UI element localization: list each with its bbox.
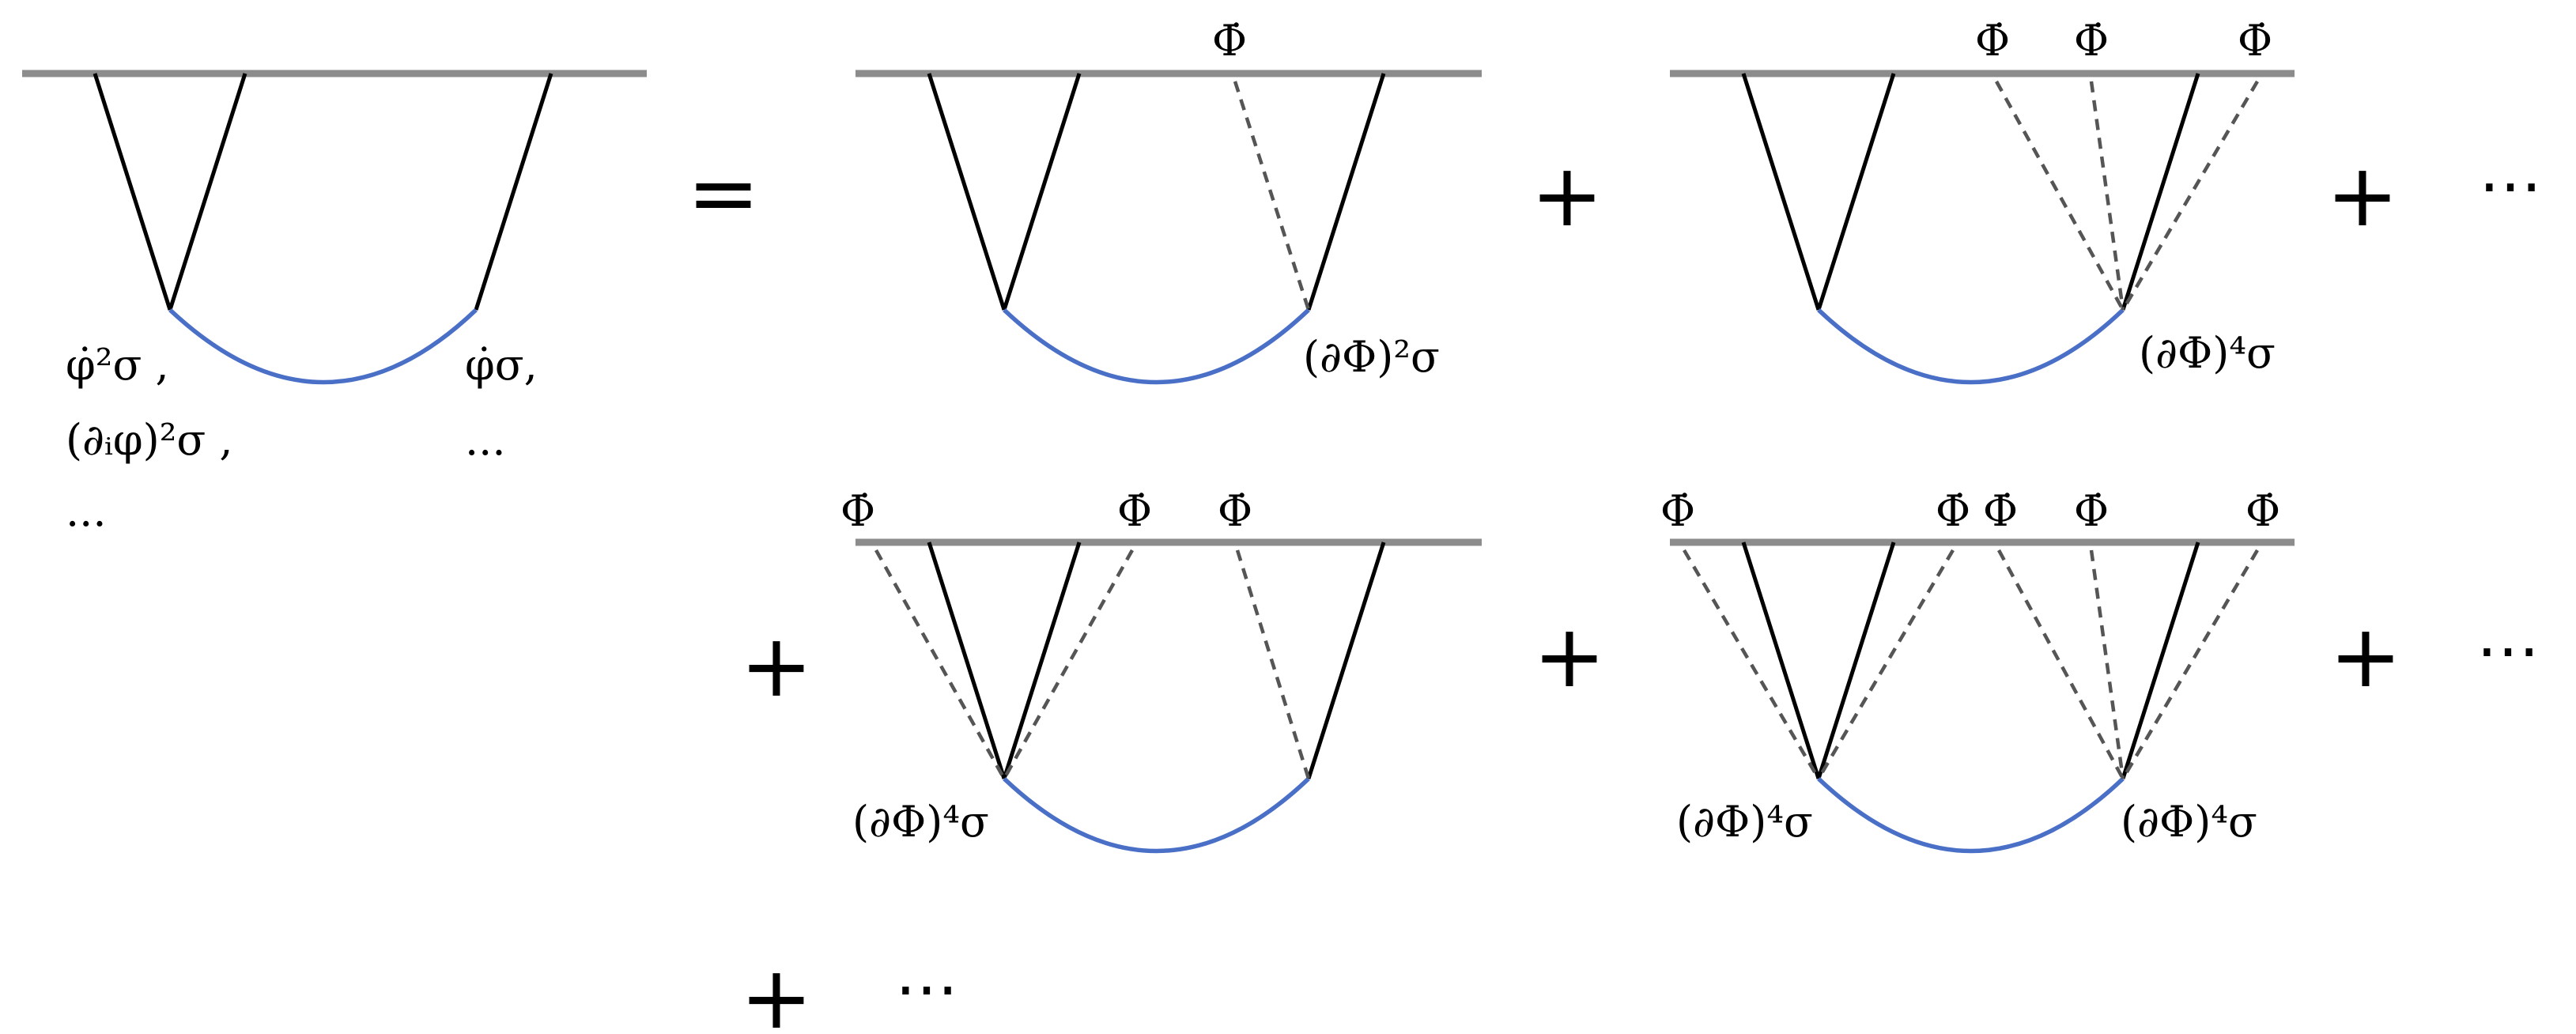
phi-dot-label: Φ̇: [1975, 16, 2010, 66]
vertex-label: (∂Φ)⁴σ: [852, 797, 989, 847]
external-phi-line: [1995, 80, 2125, 311]
bulk-leg: [1306, 73, 1386, 311]
external-phi-line: [1997, 549, 2125, 780]
sigma-propagator: [1817, 777, 2125, 854]
diagram-1: Φ̇ (∂Φ)²σ: [856, 16, 1482, 385]
bulk-leg: [1002, 73, 1082, 311]
equals-sign: =: [687, 142, 760, 243]
diagram-3: Φ̇ Φ̇ Φ̇ (∂Φ)⁴σ: [840, 486, 1482, 854]
phi-dot-label: Φ̇: [1218, 486, 1252, 536]
bulk-leg: [1816, 73, 1896, 311]
phi-dot-label: Φ̇: [2246, 486, 2280, 536]
vertex-label: (∂Φ)²σ: [1303, 332, 1440, 382]
phi-dot-label: Φ̇: [2238, 16, 2272, 66]
bulk-leg: [2121, 542, 2200, 779]
bulk-leg: [1741, 73, 1821, 311]
plus-sign: +: [1531, 145, 1603, 246]
bulk-leg: [1816, 542, 1896, 779]
diagram-4: Φ̇ Φ̇ Φ̇ Φ̇ Φ̇ (∂Φ)⁴σ (∂Φ)⁴σ: [1660, 486, 2295, 854]
phi-dot-label: Φ̇: [1117, 486, 1152, 536]
plus-sign: +: [740, 615, 813, 716]
bulk-leg: [1002, 542, 1082, 779]
bulk-leg: [927, 73, 1007, 311]
lhs-left-vertex-label-1: φ̇²σ ,: [66, 340, 169, 390]
phi-dot-label: Φ̇: [1660, 486, 1695, 536]
plus-sign: +: [2329, 606, 2402, 707]
lhs-right-vertex-label-1: φ̇σ,: [465, 340, 538, 390]
phi-dot-label: Φ̇: [840, 486, 875, 536]
vertex-label: (∂Φ)⁴σ: [2139, 328, 2276, 378]
external-phi-line: [2089, 81, 2125, 311]
sigma-propagator: [1817, 308, 2125, 385]
lhs-left-vertex-label-3: ...: [66, 486, 107, 536]
sigma-propagator: [1003, 777, 1310, 854]
ellipsis: ⋯: [2479, 149, 2542, 222]
plus-sign: +: [1533, 606, 1606, 707]
external-phi-line: [1235, 549, 1311, 779]
bulk-leg: [168, 73, 247, 311]
bulk-leg: [1741, 542, 1821, 779]
plus-sign: +: [2326, 145, 2399, 246]
phi-dot-label: Φ̇: [1936, 486, 1970, 536]
ellipsis: ⋯: [2476, 613, 2540, 687]
bulk-leg: [927, 542, 1007, 779]
phi-dot-label: Φ̇: [1212, 16, 1247, 66]
ellipsis: ⋯: [895, 952, 958, 1025]
phi-dot-label: Φ̇: [2074, 16, 2109, 66]
external-phi-line: [2089, 549, 2125, 779]
external-phi-line: [2121, 80, 2259, 311]
sigma-propagator: [1003, 308, 1310, 385]
bulk-leg: [93, 73, 172, 311]
lhs-diagram: φ̇²σ , (∂ᵢφ)²σ , ... φ̇σ, ...: [22, 70, 647, 536]
external-phi-line: [2121, 549, 2259, 780]
bulk-leg: [474, 73, 553, 311]
lhs-right-vertex-label-2: ...: [465, 415, 506, 465]
sigma-propagator: [168, 308, 478, 385]
plus-sign: +: [740, 947, 813, 1034]
phi-dot-label: Φ̇: [2074, 486, 2109, 536]
phi-dot-label: Φ̇: [1983, 486, 2018, 536]
bulk-leg: [1306, 542, 1386, 779]
lhs-left-vertex-label-2: (∂ᵢφ)²σ ,: [66, 415, 233, 465]
external-phi-line: [1683, 549, 1820, 780]
vertex-label: (∂Φ)⁴σ: [1676, 797, 1813, 847]
vertex-label: (∂Φ)⁴σ: [2121, 797, 2257, 847]
external-phi-line: [1817, 549, 1955, 780]
external-phi-line: [1233, 81, 1311, 311]
bulk-leg: [2121, 73, 2200, 311]
external-phi-line: [1003, 549, 1134, 780]
diagram-2: Φ̇ Φ̇ Φ̇ (∂Φ)⁴σ: [1670, 16, 2295, 385]
external-phi-line: [874, 549, 1006, 780]
